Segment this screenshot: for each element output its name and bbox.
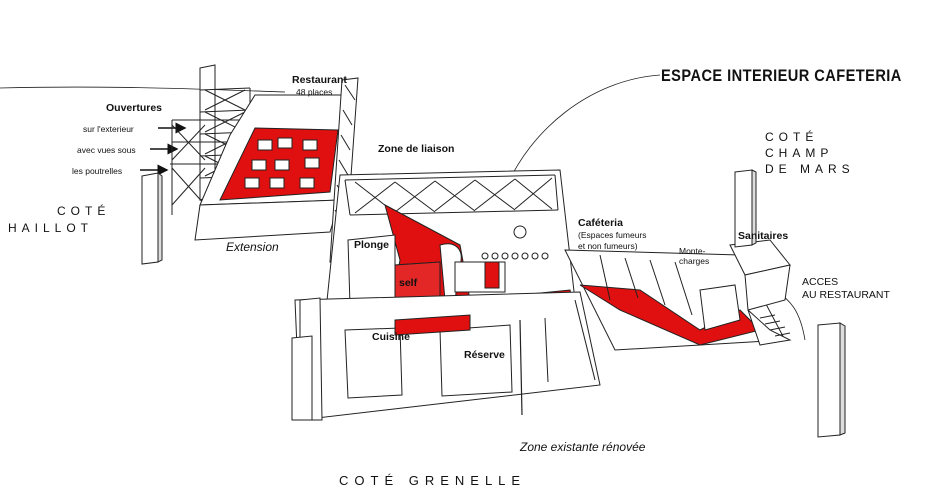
label-self: self	[399, 277, 418, 289]
label-extension: Extension	[226, 240, 279, 254]
lower-block	[294, 291, 601, 421]
pillar-champ	[734, 169, 757, 248]
side-label-champ-2: CHAMP	[765, 146, 834, 160]
label-ouvertures-line-3: les poutrelles	[72, 166, 123, 176]
label-acces-1: ACCES	[802, 276, 839, 288]
label-ouvertures-line-2: avec vues sous	[77, 145, 136, 155]
corridor-red-floor	[579, 284, 761, 346]
page-title: ESPACE INTERIEUR CAFETERIA	[661, 66, 902, 85]
label-monte-2: charges	[679, 256, 710, 266]
label-cafeteria-sub-2: et non fumeurs)	[578, 241, 638, 251]
label-ouvertures-line-1: sur l'exterieur	[83, 124, 134, 134]
label-cafeteria-sub-1: (Espaces fumeurs	[578, 230, 647, 240]
side-label-grenelle: COTÉ GRENELLE	[339, 473, 527, 488]
side-label-chaillot-1: COTÉ	[57, 204, 111, 218]
label-sanitaires: Sanitaires	[738, 230, 789, 242]
label-plonge: Plonge	[354, 239, 390, 251]
side-label-champ-1: COTÉ	[765, 130, 819, 144]
pillar-acces	[817, 322, 846, 438]
label-monte-1: Monte-	[679, 246, 706, 256]
pillar-lower-left	[291, 335, 313, 421]
extension-room	[194, 94, 356, 241]
label-restaurant-places: 48 places	[296, 87, 333, 97]
leader-curve-cafeteria	[504, 74, 661, 191]
pillar-chaillot	[141, 172, 163, 265]
label-reserve: Réserve	[464, 349, 505, 361]
side-label-champ-3: DE MARS	[765, 162, 855, 176]
label-ouvertures: Ouvertures	[106, 102, 163, 114]
label-cafeteria: Caféteria	[578, 217, 623, 229]
label-zone-liaison: Zone de liaison	[378, 143, 455, 155]
label-zone-existante: Zone existante rénovée	[520, 440, 646, 454]
right-wing	[564, 239, 792, 351]
label-cuisine: Cuisine	[372, 331, 410, 343]
label-restaurant: Restaurant	[292, 74, 347, 86]
side-label-chaillot-2: HAILLOT	[8, 221, 94, 235]
label-acces-2: AU RESTAURANT	[802, 289, 890, 301]
leader-curve-restaurant	[0, 86, 286, 93]
